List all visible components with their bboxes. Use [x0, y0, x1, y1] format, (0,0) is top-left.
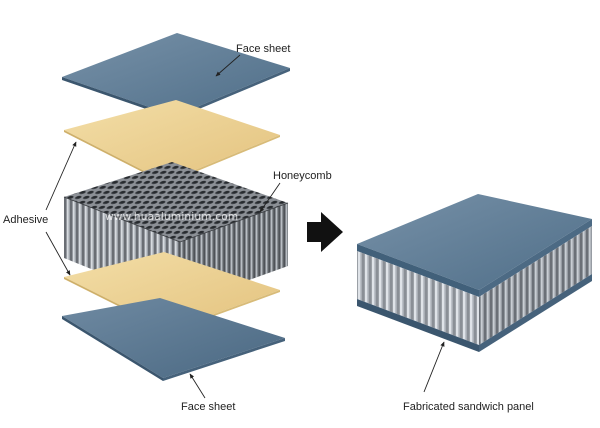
- panel-leader: [424, 342, 444, 392]
- watermark-text: www.huaaluminium.com: [105, 211, 238, 223]
- face-sheet-bottom-leader: [190, 374, 205, 398]
- honeycomb-label: Honeycomb: [273, 170, 332, 182]
- bottom-face-sheet: [62, 298, 285, 381]
- fabricated-sandwich-panel: [357, 194, 592, 352]
- fabricated-panel-label: Fabricated sandwich panel: [403, 401, 534, 413]
- process-arrow: [307, 212, 343, 252]
- face-sheet-bottom-label: Face sheet: [181, 401, 235, 413]
- face-sheet-top-label: Face sheet: [236, 43, 290, 55]
- adhesive-label: Adhesive: [3, 214, 48, 226]
